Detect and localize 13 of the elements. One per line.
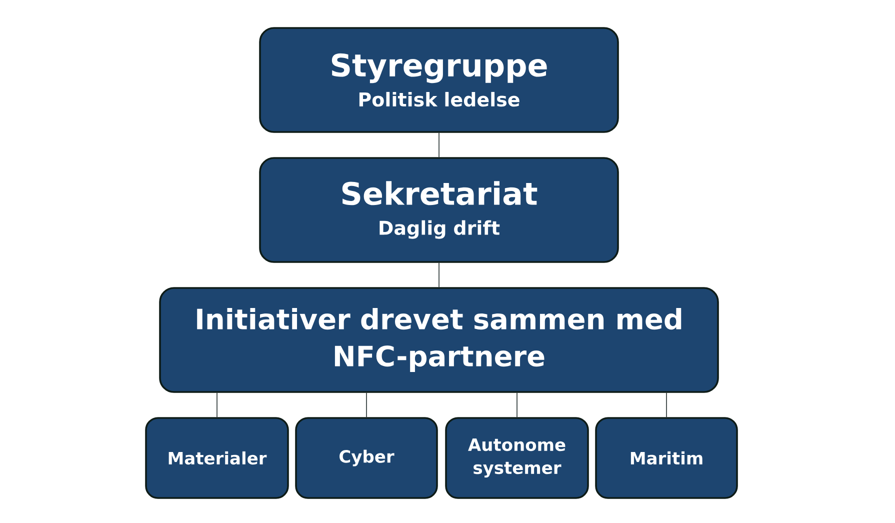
connector-line xyxy=(438,132,440,158)
org-unit-box: Autonome systemer xyxy=(445,417,589,499)
org-unit-box: Initiativer drevet sammen med NFC-partnere xyxy=(159,287,719,393)
org-unit-box: Cyber xyxy=(295,417,438,499)
connector-line xyxy=(216,392,218,418)
org-unit-box: Styregruppe Politisk ledelse xyxy=(259,27,619,133)
org-unit-box: Maritim xyxy=(595,417,738,499)
connector-line xyxy=(366,392,367,418)
connector-line xyxy=(516,392,518,418)
org-unit-box: Sekretariat Daglig drift xyxy=(259,157,619,263)
connector-line xyxy=(666,392,667,418)
connector-line xyxy=(438,262,440,288)
org-unit-box: Materialer xyxy=(145,417,289,499)
